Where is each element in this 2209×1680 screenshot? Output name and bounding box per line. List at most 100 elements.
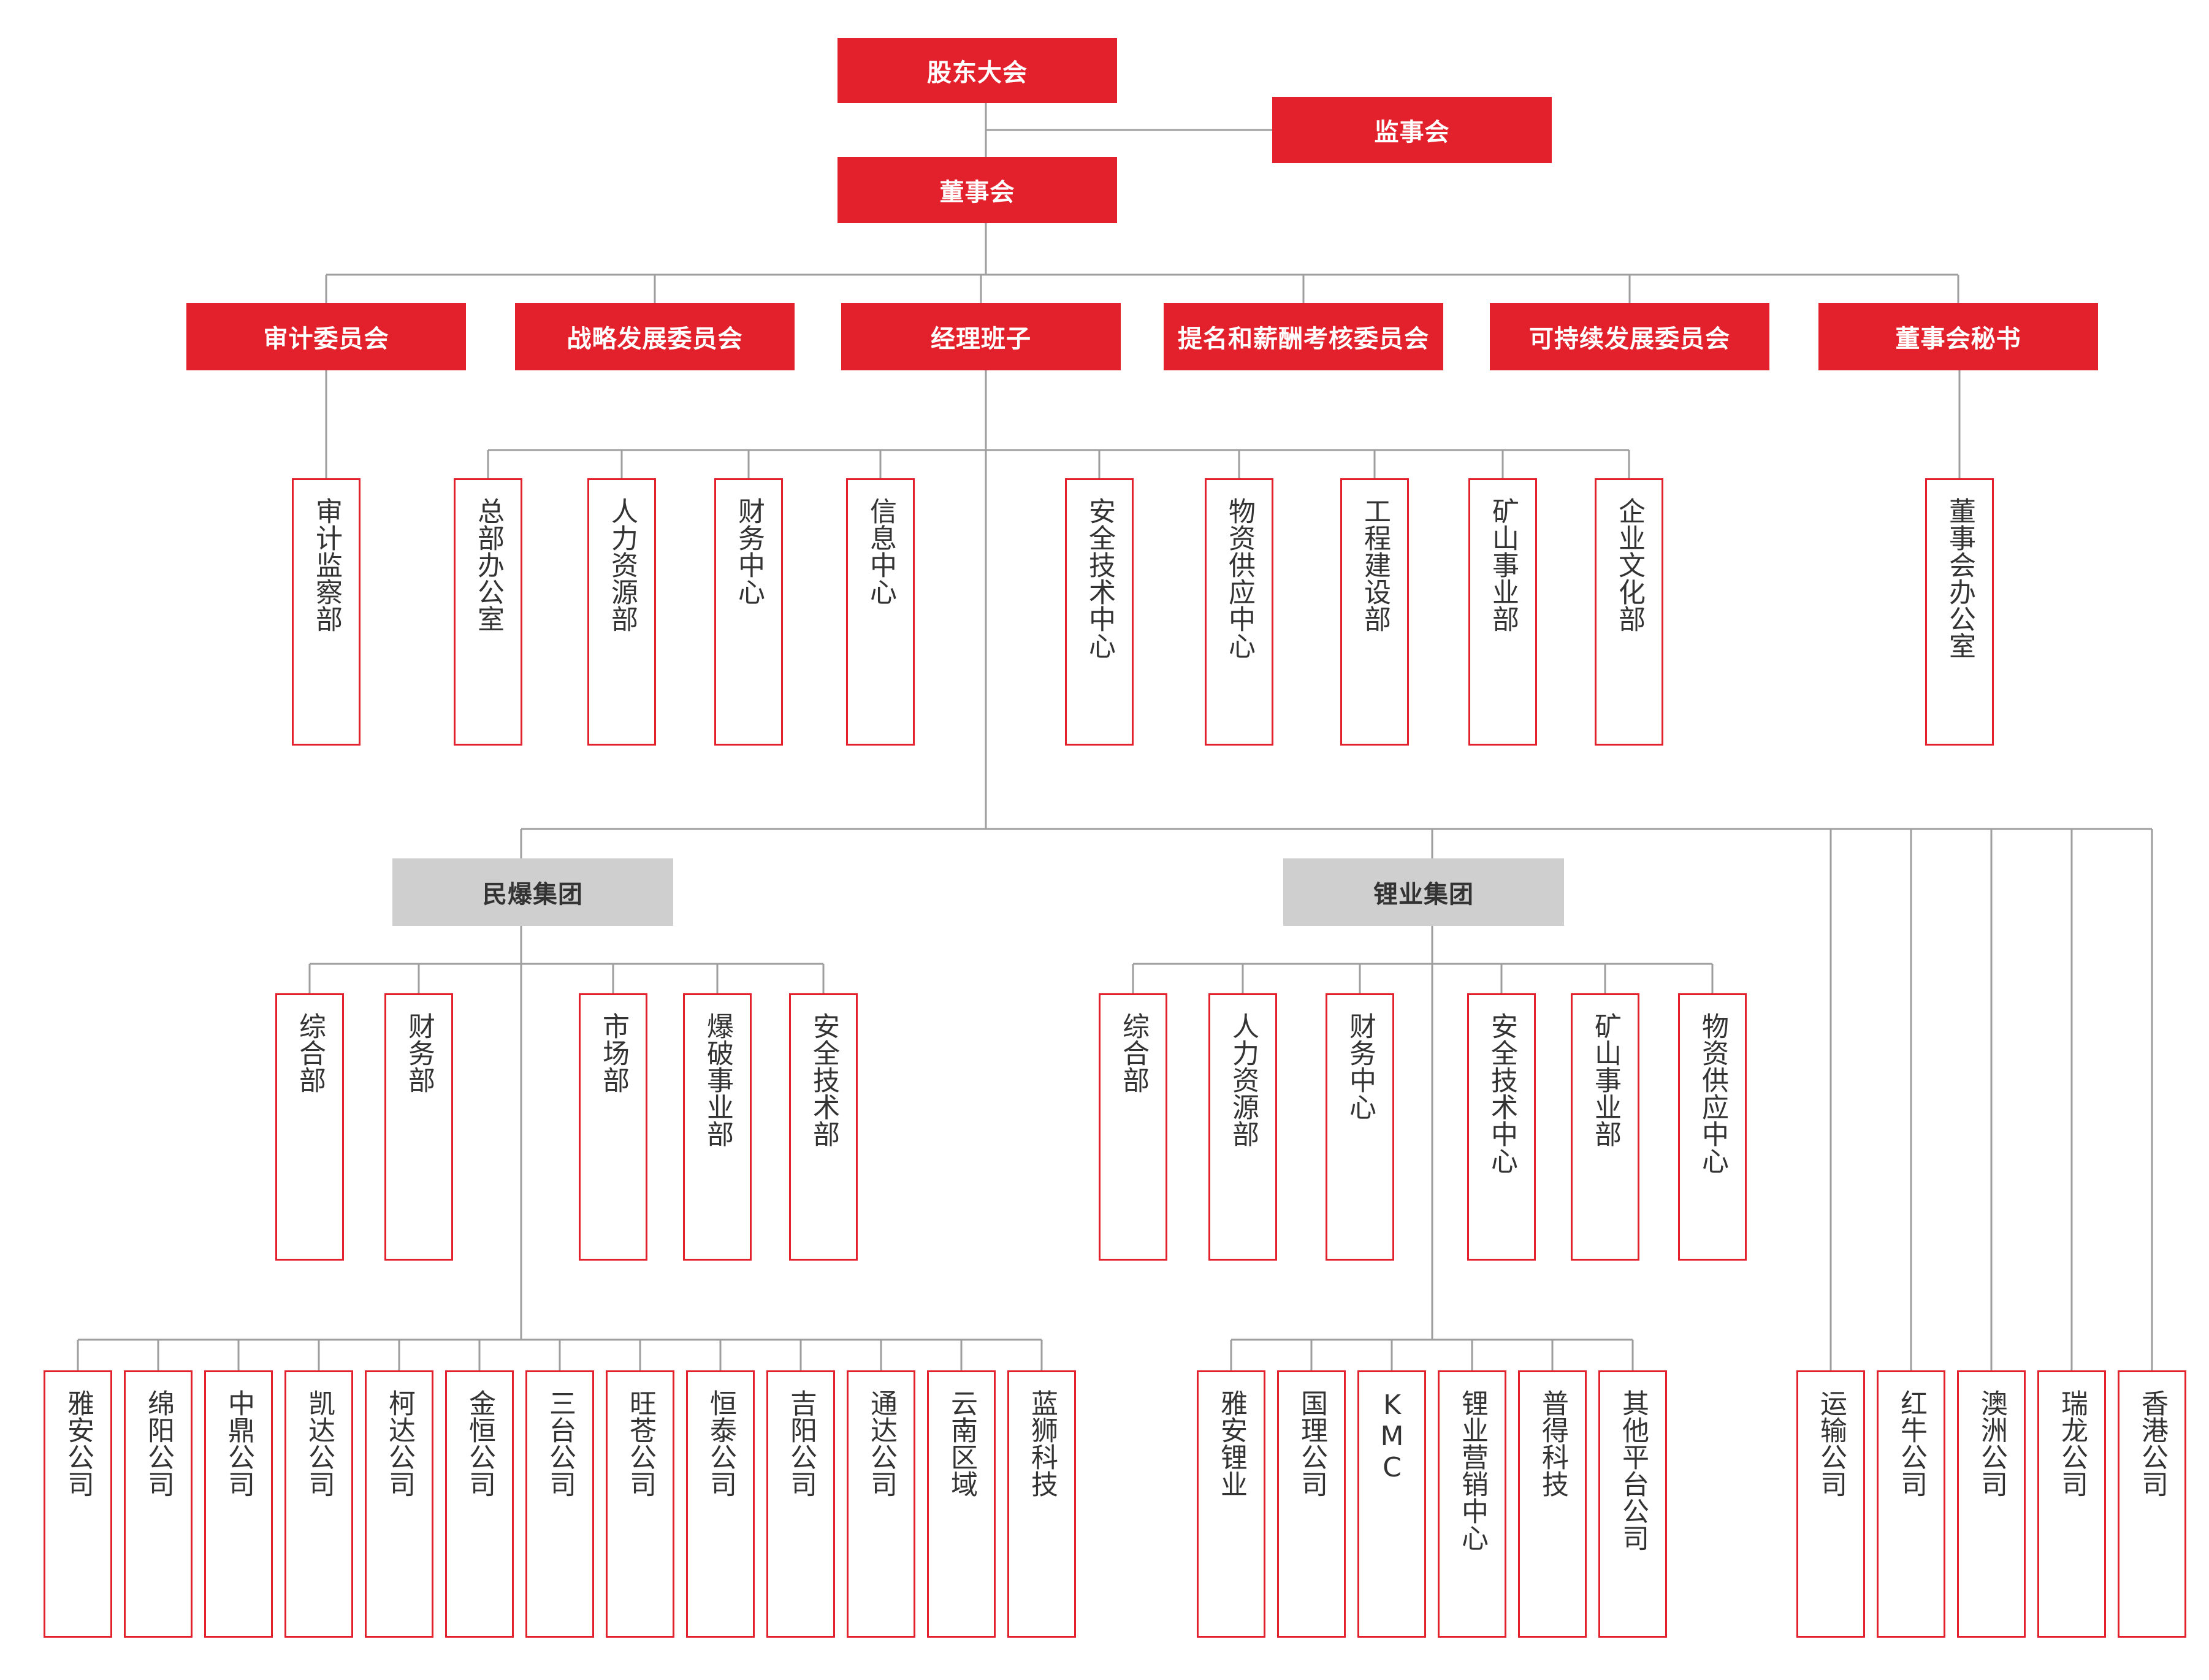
company-jiyang: 吉阳公司 [766,1370,835,1638]
company-label: 锂业营销中心 [1457,1389,1488,1551]
explosives-dept-market: 市场部 [579,993,647,1261]
committee-nomination-compensation: 提名和薪酬考核委员会 [1164,303,1443,370]
company-label: 通达公司 [866,1389,897,1497]
dept-human-resources: 人力资源部 [587,478,656,746]
dept-label: 审计监察部 [311,497,342,632]
company-label: 绵阳公司 [143,1389,174,1497]
company-pude-technology: 普得科技 [1518,1370,1587,1638]
dept-label: 市场部 [598,1012,629,1093]
dept-label: 矿山事业部 [1590,1012,1621,1147]
company-label: KMC [1376,1389,1408,1483]
shareholders-box: 股东大会 [837,38,1117,103]
explosives-dept-blasting: 爆破事业部 [683,993,752,1261]
company-australia: 澳洲公司 [1957,1370,2026,1638]
company-wangcang: 旺苍公司 [606,1370,674,1638]
company-label: 香港公司 [2137,1389,2168,1497]
management-team: 经理班子 [841,303,1121,370]
dept-corporate-culture: 企业文化部 [1595,478,1663,746]
dept-label: 安全技术中心 [1084,497,1115,659]
company-label: 蓝狮科技 [1026,1389,1058,1497]
committee-strategy: 战略发展委员会 [515,303,795,370]
board-box: 董事会 [837,157,1117,223]
company-label: 云南区域 [946,1389,977,1497]
supervisors-box: 监事会 [1272,97,1552,163]
company-mianyang: 绵阳公司 [124,1370,193,1638]
committee-audit: 审计委员会 [186,303,466,370]
dept-label: 财务部 [403,1012,435,1093]
dept-information-center: 信息中心 [846,478,915,746]
company-hengtai: 恒泰公司 [686,1370,755,1638]
explosives-dept-safety-technology: 安全技术部 [789,993,858,1261]
dept-label: 安全技术部 [808,1012,839,1147]
dept-label: 物资供应中心 [1224,497,1255,659]
company-label: 雅安公司 [63,1389,94,1497]
company-label: 中鼎公司 [223,1389,254,1497]
company-transport: 运输公司 [1796,1370,1865,1638]
explosives-dept-finance: 财务部 [384,993,453,1261]
company-other-platforms: 其他平台公司 [1598,1370,1667,1638]
company-label: 金恒公司 [464,1389,495,1497]
group-explosives: 民爆集团 [392,858,673,926]
company-label: 柯达公司 [384,1389,415,1497]
company-kmc: KMC [1357,1370,1426,1638]
company-guoli: 国理公司 [1277,1370,1346,1638]
group-lithium: 锂业集团 [1283,858,1564,926]
dept-label: 总部办公室 [473,497,504,632]
dept-label: 物资供应中心 [1697,1012,1728,1174]
company-label: 国理公司 [1296,1389,1327,1497]
company-label: 瑞龙公司 [2056,1389,2088,1497]
company-santai: 三台公司 [525,1370,594,1638]
dept-board-office: 董事会办公室 [1925,478,1994,746]
company-yunnan-region: 云南区域 [927,1370,996,1638]
company-label: 旺苍公司 [625,1389,656,1497]
company-ruilong: 瑞龙公司 [2037,1370,2106,1638]
company-hongniu: 红牛公司 [1877,1370,1945,1638]
dept-label: 综合部 [1118,1012,1149,1093]
company-label: 红牛公司 [1896,1389,1927,1497]
dept-materials-supply-center: 物资供应中心 [1205,478,1273,746]
dept-label: 信息中心 [865,497,896,605]
dept-label: 财务中心 [1345,1012,1376,1120]
dept-label: 综合部 [294,1012,326,1093]
company-label: 恒泰公司 [705,1389,736,1497]
company-label: 雅安锂业 [1216,1389,1247,1497]
company-yaan: 雅安公司 [44,1370,112,1638]
company-zhongding: 中鼎公司 [204,1370,273,1638]
company-label: 吉阳公司 [785,1389,817,1497]
board-secretary: 董事会秘书 [1818,303,2098,370]
dept-label: 人力资源部 [606,497,638,632]
company-lithium-marketing-center: 锂业营销中心 [1438,1370,1506,1638]
company-label: 凯达公司 [303,1389,335,1497]
company-jinheng: 金恒公司 [445,1370,514,1638]
lithium-dept-materials-supply-center: 物资供应中心 [1678,993,1747,1261]
explosives-dept-general: 综合部 [275,993,344,1261]
company-lanshi-technology: 蓝狮科技 [1007,1370,1076,1638]
dept-label: 爆破事业部 [702,1012,733,1147]
lithium-dept-mining-business: 矿山事业部 [1571,993,1639,1261]
dept-label: 安全技术中心 [1486,1012,1517,1174]
committee-sustainability: 可持续发展委员会 [1490,303,1769,370]
dept-label: 人力资源部 [1227,1012,1259,1147]
company-label: 其他平台公司 [1617,1389,1649,1551]
company-kaida: 凯达公司 [284,1370,353,1638]
dept-mining-business: 矿山事业部 [1468,478,1537,746]
company-label: 运输公司 [1815,1389,1847,1497]
company-label: 澳洲公司 [1976,1389,2007,1497]
dept-label: 矿山事业部 [1487,497,1519,632]
dept-label: 董事会办公室 [1944,497,1975,659]
lithium-dept-human-resources: 人力资源部 [1208,993,1277,1261]
dept-hq-office: 总部办公室 [454,478,522,746]
company-label: 普得科技 [1537,1389,1568,1497]
dept-label: 财务中心 [733,497,765,605]
lithium-dept-safety-technology-center: 安全技术中心 [1467,993,1536,1261]
lithium-dept-finance-center: 财务中心 [1326,993,1394,1261]
dept-label: 工程建设部 [1359,497,1391,632]
dept-label: 企业文化部 [1614,497,1645,632]
company-keda: 柯达公司 [365,1370,433,1638]
dept-engineering-construction: 工程建设部 [1340,478,1409,746]
dept-safety-technology-center: 安全技术中心 [1065,478,1134,746]
lithium-dept-general: 综合部 [1099,993,1167,1261]
dept-audit-supervision: 审计监察部 [292,478,361,746]
